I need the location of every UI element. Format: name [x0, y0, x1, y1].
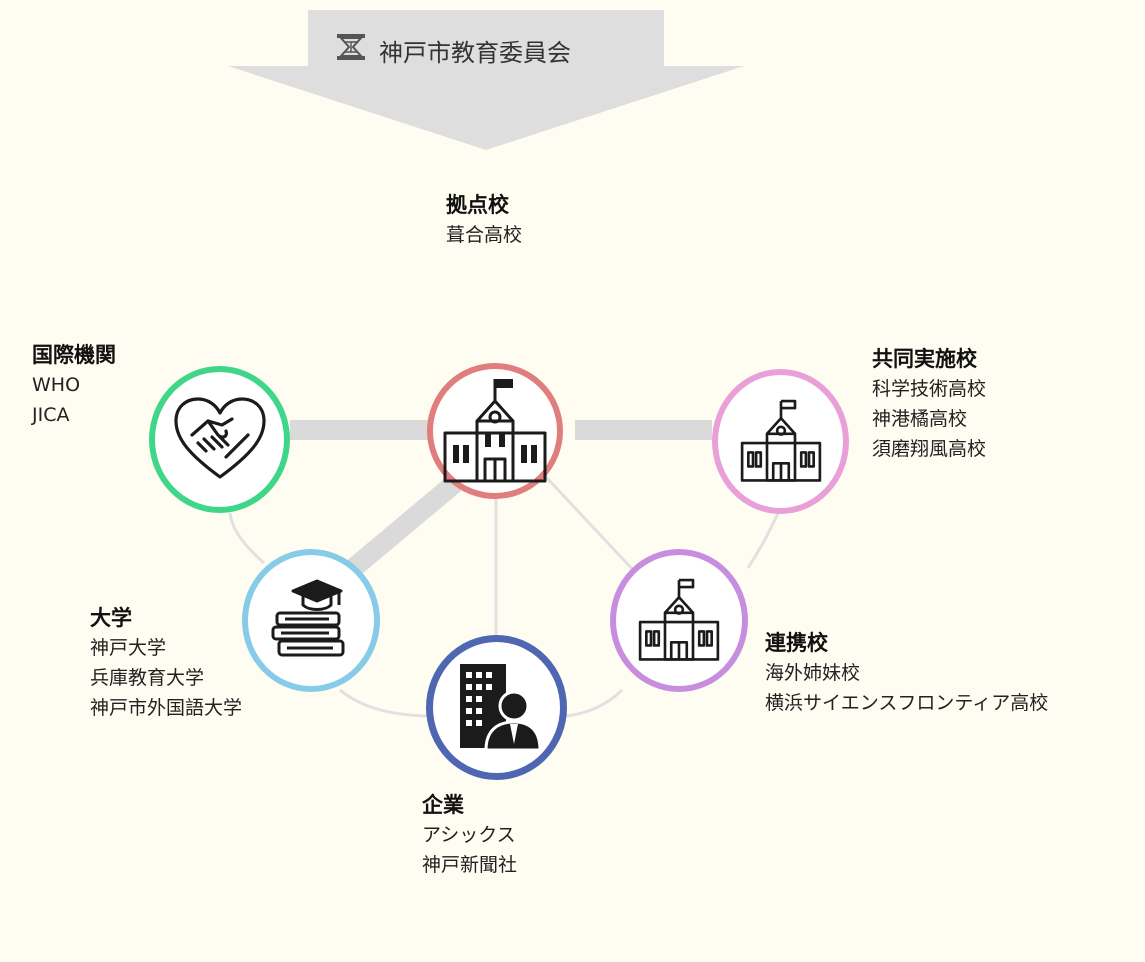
arc-companies-linked-schools: [565, 688, 624, 718]
school-building-icon: [637, 575, 721, 667]
books-graduation-cap-icon: [269, 577, 353, 665]
hub-heading: 拠点校: [446, 193, 509, 217]
universities-node: [242, 549, 380, 692]
banner: 神戸市教育委員会: [335, 32, 571, 68]
partner-schools-label: 共同実施校 科学技術高校 神港橘高校 須磨翔風高校: [872, 344, 986, 464]
linked-schools-line-2: 横浜サイエンスフロンティア高校: [765, 692, 1049, 714]
arc-universities-companies: [339, 688, 429, 718]
universities-line-3: 神戸市外国語大学: [90, 697, 243, 719]
companies-line-2: 神戸新聞社: [422, 854, 518, 876]
handshake-heart-icon: [172, 395, 268, 485]
partner-schools-line-3: 須磨翔風高校: [872, 438, 987, 460]
partner-schools-heading: 共同実施校: [872, 347, 977, 371]
international-line-2: JICA: [32, 404, 70, 426]
arc-international-universities: [228, 512, 265, 565]
hub-line: 葺合高校: [446, 224, 523, 246]
banner-arrow: [228, 10, 744, 150]
partner-schools-line-1: 科学技術高校: [872, 378, 987, 400]
kobe-emblem-icon: [335, 33, 367, 67]
international-line-1: WHO: [32, 374, 81, 396]
universities-line-1: 神戸大学: [90, 637, 167, 659]
school-building-icon: [441, 373, 549, 489]
linked-schools-label: 連携校 海外姉妹校 横浜サイエンスフロンティア高校: [765, 628, 1048, 718]
linked-schools-line-1: 海外姉妹校: [765, 662, 861, 684]
banner-title: 神戸市教育委員会: [379, 38, 571, 67]
partner-schools-line-2: 神港橘高校: [872, 408, 968, 430]
hub-label: 拠点校 葺合高校: [446, 190, 522, 250]
companies-node: [426, 635, 567, 780]
universities-label: 大学 神戸大学 兵庫教育大学 神戸市外国語大学: [90, 603, 242, 723]
arc-linked-schools-partner-schools: [746, 512, 780, 569]
companies-line-1: アシックス: [422, 824, 516, 846]
universities-line-2: 兵庫教育大学: [90, 667, 205, 689]
universities-heading: 大学: [90, 606, 132, 630]
hub-node: [427, 363, 563, 499]
international-node: [149, 366, 290, 513]
companies-heading: 企業: [422, 793, 464, 817]
international-label: 国際機関 WHO JICA: [32, 340, 116, 430]
office-building-businessman-icon: [454, 660, 542, 756]
school-building-icon: [739, 396, 823, 488]
connector-hub-linked-schools: [544, 475, 637, 574]
international-heading: 国際機関: [32, 343, 116, 367]
connector-hub-universities: [337, 475, 462, 584]
partner-schools-node: [712, 369, 849, 514]
companies-label: 企業 アシックス 神戸新聞社: [422, 790, 517, 880]
linked-schools-node: [610, 549, 748, 692]
linked-schools-heading: 連携校: [765, 631, 828, 655]
